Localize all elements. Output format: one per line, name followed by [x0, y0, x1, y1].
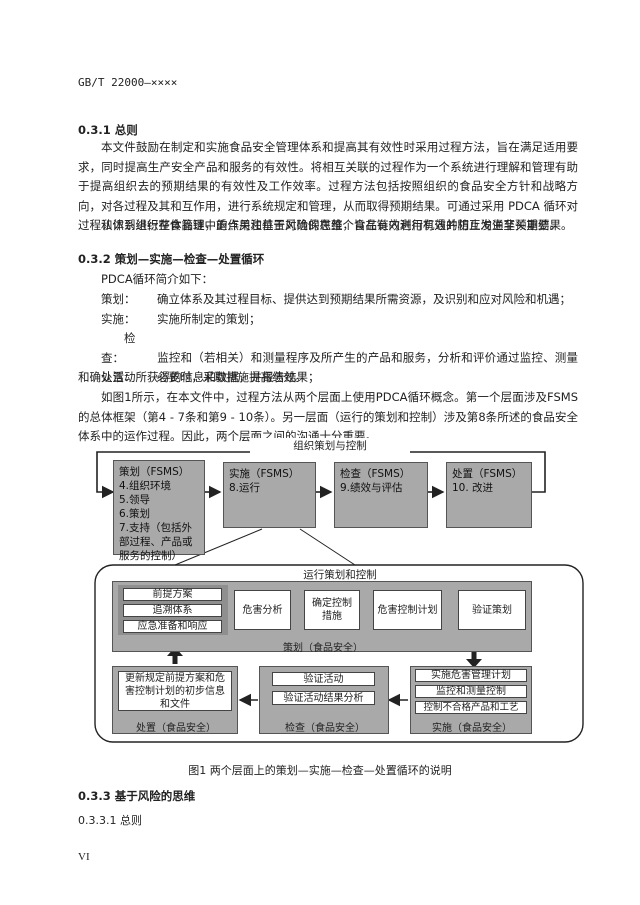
item-text: 确立体系及其过程目标、提供达到预期结果所需资源，及识别和应对风险和机遇； [157, 292, 571, 306]
do-fsms-box: 实施（FSMS） 8.运行 [223, 462, 316, 528]
figure-caption: 图1 两个层面上的策划—实施—检查—处置循环的说明 [188, 764, 452, 777]
box-line: 7.支持（包括外部过程、产品或服务的控制） [119, 522, 193, 562]
panel-label: 处置（食品安全） [136, 723, 216, 734]
paragraph: PDCA循环简介如下： [101, 272, 214, 286]
paragraph: 认识到组织在食品链中的作用和位置对确保在整个食品链内进行有效的相互沟通至关重要。 [101, 218, 561, 232]
box-line: 5.领导 [119, 494, 151, 506]
check-item: 验证活动 [272, 672, 375, 686]
step-hazard-analysis: 危害分析 [234, 590, 291, 630]
box-title: 实施（FSMS） [229, 468, 300, 480]
plan-fsms-box: 策划（FSMS） 4.组织环境 5.领导 6.策划 7.支持（包括外部过程、产品… [113, 460, 205, 562]
paragraph: 本文件鼓励在制定和实施食品安全管理体系和提高其有效性时采用过程方法，旨在满足适用… [78, 140, 578, 233]
panel-label: 检查（食品安全） [285, 723, 365, 734]
list-item: 处置： 必要时，采取措施提高绩效。 [101, 368, 579, 388]
section-title: 0.3.3 基于风险的思维 [78, 789, 196, 803]
do-item: 实施危害管理计划 [415, 669, 527, 682]
prereq-item: 前提方案 [123, 588, 222, 601]
box-title: 策划（FSMS） [119, 466, 190, 478]
step-control-measures: 确定控制措施 [304, 590, 360, 630]
step-verification-planning: 验证策划 [458, 590, 526, 630]
inner-title: 运行策划和控制 [303, 569, 377, 581]
check-item: 验证活动结果分析 [272, 691, 375, 705]
item-label: 实施： [101, 312, 136, 326]
box-line: 6.策划 [119, 508, 151, 520]
item-label: 处置： [101, 370, 136, 384]
step-hazard-control-plan: 危害控制计划 [373, 590, 442, 630]
panel-label: 策划（食品安全） [283, 643, 363, 654]
box-line: 4.组织环境 [119, 480, 172, 492]
panel-label: 实施（食品安全） [432, 723, 512, 734]
box-line: 9.绩效与评估 [340, 482, 403, 494]
do-item: 控制不合格产品和工艺 [415, 701, 527, 714]
document-code: GB/T 22000—×××× [78, 76, 178, 89]
item-text: 监控和（若相关）和测量程序及所产生的产品和服务，分析和评价通过监控、测量和确认活… [78, 350, 578, 385]
list-item: 实施： 实施所制定的策划； [101, 310, 579, 330]
do-item: 监控和测量控制 [415, 685, 527, 698]
check-fsms-box: 检查（FSMS） 9.绩效与评估 [334, 462, 428, 528]
act-update-box: 更新规定前提方案和危害控制计划的初步信息和文件 [118, 671, 232, 711]
item-label: 策划： [101, 292, 136, 306]
act-fsms-box: 处置（FSMS） 10. 改进 [446, 462, 532, 528]
section-title: 0.3.2 策划—实施—检查—处置循环 [78, 252, 265, 266]
subsection-title: 0.3.3.1 总则 [78, 814, 142, 827]
item-text: 必要时，采取措施提高绩效。 [157, 370, 307, 384]
box-title: 检查（FSMS） [340, 468, 411, 480]
prereq-item: 应急准备和响应 [123, 620, 222, 633]
item-text: 实施所制定的策划； [157, 312, 261, 326]
item-label: 检查： [101, 331, 136, 365]
box-line: 8.运行 [229, 482, 261, 494]
section-title: 0.3.1 总则 [78, 123, 138, 137]
box-title: 处置（FSMS） [452, 468, 523, 480]
prereq-item: 追溯体系 [123, 604, 222, 617]
list-item: 检查：监控和（若相关）和测量程序及所产生的产品和服务，分析和评价通过监控、测量和… [78, 329, 578, 388]
box-line: 10. 改进 [452, 482, 494, 494]
page-number: VI [78, 851, 90, 863]
list-item: 策划： 确立体系及其过程目标、提供达到预期结果所需资源，及识别和应对风险和机遇； [101, 290, 579, 310]
outer-title: 组织策划与控制 [250, 438, 410, 453]
